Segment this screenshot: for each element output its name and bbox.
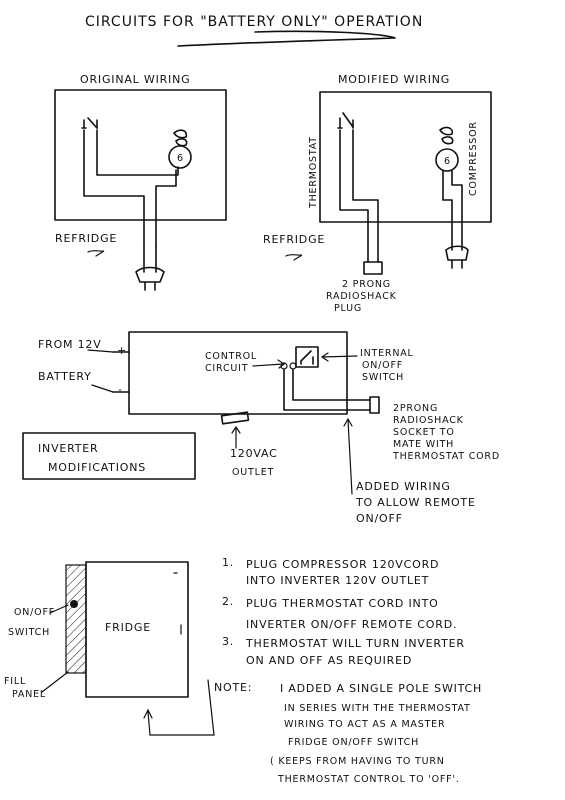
inverter-added-label-3: ON/OFF	[356, 512, 403, 525]
inverter-from-label-2: BATTERY	[38, 370, 92, 383]
modified-refridge-squiggle	[285, 254, 303, 261]
inverter-added-label-1: ADDED WIRING	[356, 480, 451, 493]
modified-wiring-heading: MODIFIED WIRING	[338, 73, 450, 86]
fridge-fill-arrow	[41, 671, 69, 693]
inverter-120v-outlet	[220, 411, 250, 425]
original-refridge-squiggle	[87, 250, 105, 257]
fridge-switch-arrow	[49, 604, 69, 614]
inverter-added-wiring	[283, 368, 371, 411]
inverter-switch-label-1: INTERNAL	[360, 348, 414, 359]
note-line-5: ( KEEPS FROM HAVING TO TURN	[270, 756, 445, 767]
fridge-master-switch[interactable]	[70, 600, 78, 608]
fridge-box	[85, 561, 189, 698]
original-fridge-box	[54, 89, 227, 221]
step-3-line-2: ON AND OFF AS REQUIRED	[246, 654, 412, 667]
modified-plug-label-1: 2 PRONG	[342, 279, 391, 290]
note-line-6: THERMOSTAT CONTROL TO 'OFF'.	[277, 774, 460, 785]
inverter-radioshack-socket	[369, 396, 380, 414]
note-label: NOTE:	[214, 681, 252, 694]
note-line-3: WIRING TO ACT AS A MASTER	[284, 719, 445, 730]
inverter-outlet-label-1: 120VAC	[230, 447, 278, 460]
modified-thermostat-label: THERMOSTAT	[308, 136, 319, 209]
inverter-label-box	[22, 432, 196, 480]
fridge-fill-label-2: PANEL	[12, 689, 46, 700]
modified-thermostat-wires	[339, 129, 379, 263]
page-title: CIRCUITS FOR "BATTERY ONLY" OPERATION	[85, 14, 423, 30]
step-2-line-1: PLUG THERMOSTAT CORD INTO	[246, 597, 439, 610]
modified-radioshack-plug	[363, 261, 383, 275]
inverter-from-label-1: FROM 12V	[38, 338, 102, 351]
inverter-control-arrow	[252, 359, 286, 369]
inverter-battery-lead-arrows	[87, 349, 114, 393]
step-3-number: 3.	[222, 635, 234, 648]
note-line-4: FRIDGE ON/OFF SWITCH	[288, 737, 419, 748]
inverter-socket-label-4: MATE WITH	[393, 439, 454, 450]
fridge-note-arrow	[143, 679, 215, 736]
inverter-socket-label-5: THERMOSTAT CORD	[392, 451, 500, 462]
inverter-added-label-2: TO ALLOW REMOTE	[355, 496, 476, 509]
inverter-label-1: INVERTER	[38, 442, 99, 455]
step-1-number: 1.	[222, 556, 234, 569]
fridge-handle	[173, 572, 182, 635]
original-compressor-icon	[168, 129, 192, 169]
inverter-control-label-2: CIRCUIT	[205, 363, 248, 374]
inverter-switch-label-2: ON/OFF	[362, 360, 403, 371]
modified-compressor-wires	[442, 170, 463, 251]
step-3-line-1: THERMOSTAT WILL TURN INVERTER	[245, 637, 465, 650]
inverter-socket-label-1: 2PRONG	[393, 403, 438, 414]
original-compressor-mark: 6	[177, 153, 184, 164]
original-plug-icon	[135, 245, 165, 291]
step-2-line-2: INVERTER ON/OFF REMOTE CORD.	[246, 618, 457, 631]
inverter-label-2: MODIFICATIONS	[48, 461, 146, 474]
fridge-switch-label-2: SWITCH	[8, 627, 50, 638]
fridge-fill-label-1: FILL	[4, 676, 26, 687]
inverter-switch-contacts	[300, 350, 314, 365]
original-wires	[83, 129, 179, 247]
fridge-label: FRIDGE	[105, 621, 151, 634]
inverter-minus-terminal: -	[118, 383, 123, 396]
inverter-outlet-arrow	[231, 425, 241, 449]
inverter-switch-arrow	[320, 352, 358, 362]
modified-plug-label-3: PLUG	[334, 303, 362, 314]
step-2-number: 2.	[222, 595, 234, 608]
title-underline	[177, 30, 396, 47]
modified-thermostat-switch	[337, 112, 354, 129]
modified-plug-label-2: RADIOSHACK	[326, 291, 397, 302]
step-1-line-1: PLUG COMPRESSOR 120VCORD	[246, 558, 439, 571]
original-wiring-heading: ORIGINAL WIRING	[80, 73, 190, 86]
inverter-socket-label-3: SOCKET TO	[393, 427, 455, 438]
original-refridge-label: REFRIDGE	[55, 232, 117, 245]
fridge-fill-panel	[65, 564, 87, 674]
modified-fridge-box	[319, 91, 492, 223]
modified-compressor-label: COMPRESSOR	[468, 121, 479, 196]
inverter-switch-label-3: SWITCH	[362, 372, 404, 383]
inverter-control-label-1: CONTROL	[205, 351, 257, 362]
fridge-switch-label-1: ON/OFF	[14, 607, 55, 618]
modified-refridge-label: REFRIDGE	[263, 233, 325, 246]
inverter-battery-leads	[112, 351, 130, 393]
note-line-2: IN SERIES WITH THE THERMOSTAT	[284, 703, 471, 714]
inverter-internal-switch	[295, 346, 319, 368]
original-thermostat-switch	[81, 117, 98, 129]
inverter-added-wiring-arrow	[343, 417, 353, 495]
note-line-1: I ADDED A SINGLE POLE SWITCH	[280, 682, 482, 695]
inverter-plus-terminal: +	[117, 344, 127, 357]
modified-compressor-plug-icon	[445, 245, 469, 269]
inverter-outlet-label-2: OUTLET	[232, 467, 274, 478]
modified-compressor-mark: 6	[444, 156, 451, 167]
modified-compressor-icon	[435, 126, 459, 172]
inverter-socket-label-2: RADIOSHACK	[393, 415, 464, 426]
step-1-line-2: INTO INVERTER 120V OUTLET	[246, 574, 429, 587]
